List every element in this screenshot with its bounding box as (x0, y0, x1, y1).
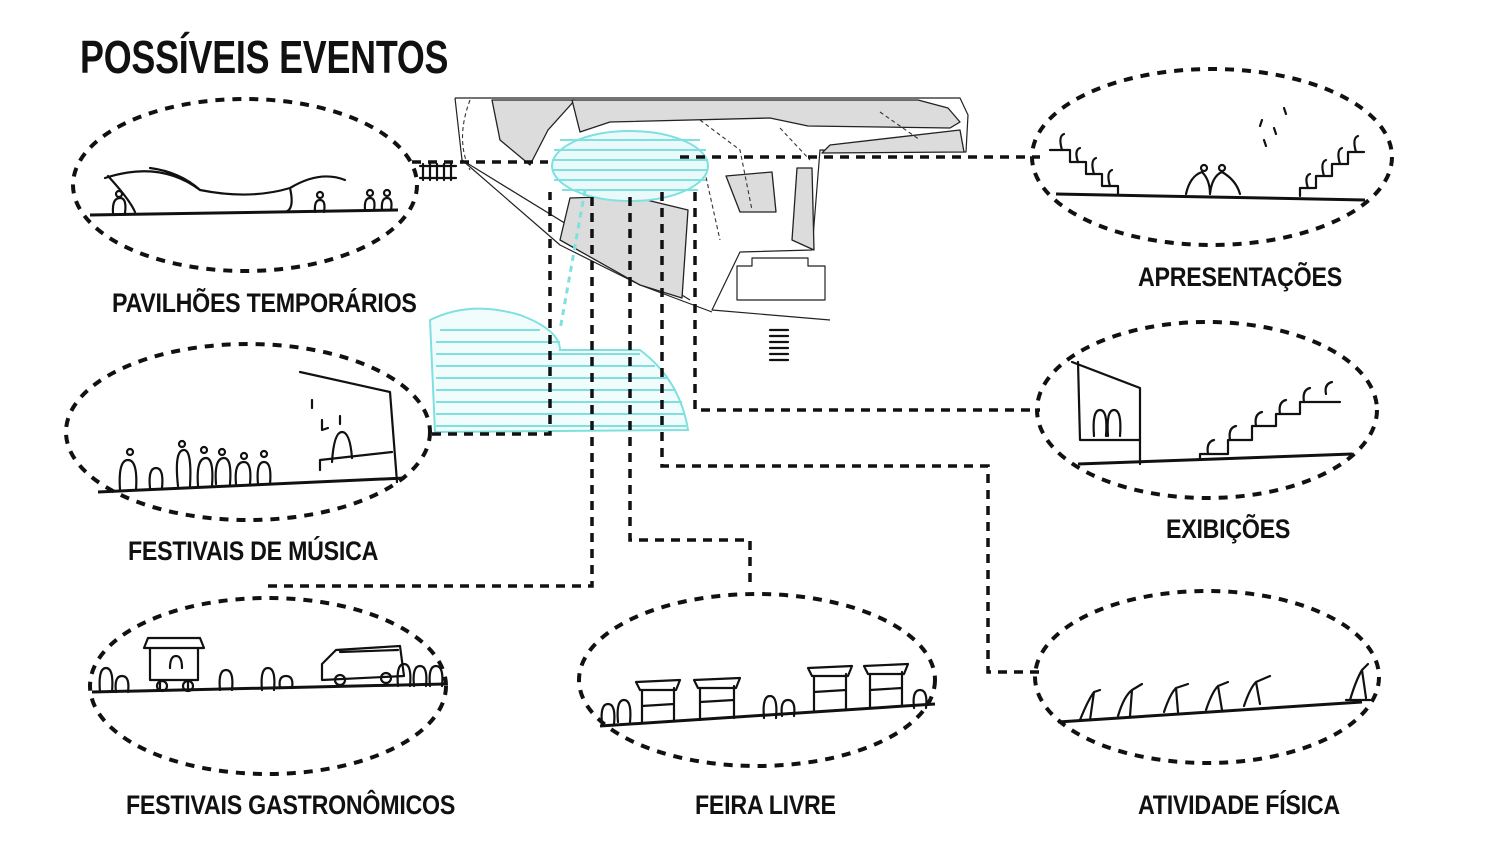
plan-block-2 (571, 99, 961, 133)
music-notes-icon (1258, 106, 1288, 148)
gate-icon (418, 162, 458, 182)
event-pavilhoes[interactable] (71, 97, 419, 273)
bleachers-icon (1048, 132, 1366, 198)
oval-atividade-fisica (1033, 589, 1381, 765)
plan-block-1 (491, 99, 576, 166)
label-festivais-musica: FESTIVAIS DE MÚSICA (128, 536, 379, 566)
performers-icon (1184, 163, 1242, 196)
site-plan (418, 97, 969, 434)
music-notes-icon (310, 398, 342, 432)
person-icon (111, 188, 393, 215)
crowd-icon (600, 688, 928, 726)
event-exibicoes[interactable] (1035, 320, 1379, 500)
plan-building (736, 257, 826, 301)
market-stall-icon (634, 662, 910, 724)
connector-atividade (660, 192, 1040, 674)
screen-icon (1070, 360, 1142, 466)
plan-block-3 (821, 129, 965, 154)
oval-pavilhoes (71, 97, 419, 273)
connector-feira (628, 192, 752, 582)
event-festivais-musica[interactable] (64, 342, 432, 522)
plan-block-4 (559, 195, 689, 299)
crowd-icon (118, 430, 354, 492)
stage-structure (298, 370, 399, 484)
highlight-zone-field (428, 189, 690, 434)
label-pavilhoes: PAVILHÕES TEMPORÁRIOS (112, 288, 417, 318)
event-atividade-fisica[interactable] (1033, 589, 1381, 765)
connector-musica (432, 192, 552, 436)
oval-festivais-gastronomicos (88, 596, 448, 776)
label-apresentacoes: APRESENTAÇÕES (1138, 262, 1342, 292)
label-exibicoes: EXIBIÇÕES (1166, 514, 1291, 544)
food-truck-icon (320, 644, 406, 687)
event-festivais-gastronomicos[interactable] (88, 596, 448, 776)
crowd-icon (98, 662, 444, 694)
oval-apresentacoes (1030, 67, 1394, 247)
bleachers-icon (1198, 380, 1342, 462)
stairs-icon (768, 328, 790, 362)
label-feira-livre: FEIRA LIVRE (695, 790, 836, 820)
plan-block-6 (791, 167, 815, 251)
page-title: POSSÍVEIS EVENTOS (80, 31, 449, 83)
pavilion-canopy (103, 166, 347, 214)
oval-exibicoes (1035, 320, 1379, 500)
oval-festivais-musica (64, 342, 432, 522)
event-apresentacoes[interactable] (1030, 67, 1394, 247)
highlight-zone-plaza (551, 130, 709, 202)
connector-gastronomicos (268, 192, 594, 588)
connectors (268, 155, 1040, 674)
label-atividade-fisica: ATIVIDADE FÍSICA (1138, 790, 1340, 820)
plan-block-5 (725, 171, 777, 213)
connector-exibicoes (693, 192, 1040, 412)
exercise-people-icon (1078, 662, 1372, 722)
event-feira-livre[interactable] (577, 592, 937, 768)
food-cart-icon (142, 636, 206, 693)
label-festivais-gastronomicos: FESTIVAIS GASTRONÔMICOS (126, 790, 456, 820)
oval-feira-livre (577, 592, 937, 768)
